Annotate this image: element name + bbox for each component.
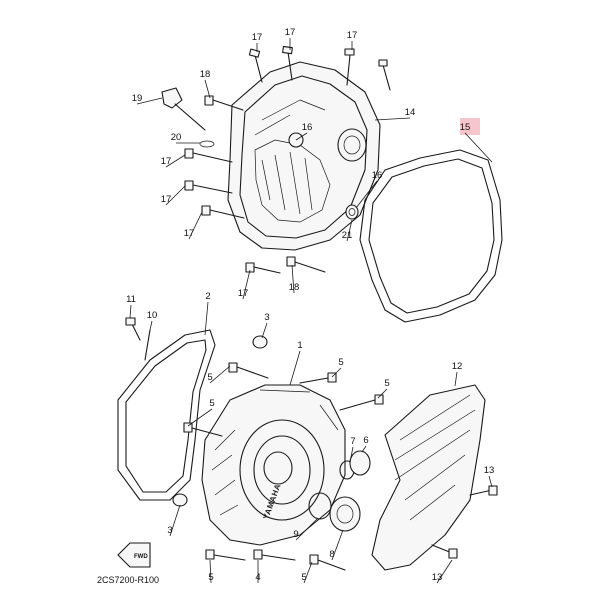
leader-line [346, 219, 353, 242]
callout-14: 14 [405, 107, 416, 118]
bolts-lower [125, 317, 498, 571]
leader-line [136, 97, 163, 105]
callout-5: 5 [384, 378, 389, 389]
callout-18: 18 [200, 69, 211, 80]
leader-line [187, 408, 213, 427]
callout-20: 20 [171, 132, 182, 143]
leader-line [488, 475, 493, 488]
fwd-arrow-icon: FWD [117, 542, 151, 568]
leader-line [291, 264, 295, 294]
leader-line [209, 559, 212, 584]
leader-line [204, 301, 209, 336]
callout-4: 4 [255, 572, 260, 583]
crankcase-cover-lower [201, 384, 346, 546]
callout-2: 2 [205, 291, 210, 302]
callout-3: 3 [264, 312, 269, 323]
callout-9: 9 [293, 529, 298, 540]
leader-line [149, 320, 153, 331]
gasket-2 [117, 329, 216, 501]
callout-5: 5 [301, 572, 306, 583]
callout-17: 17 [238, 288, 249, 299]
leader-line [295, 132, 308, 141]
callout-17: 17 [285, 27, 296, 38]
callout-16: 16 [372, 170, 383, 181]
leader-line [436, 559, 453, 584]
callout-6: 6 [363, 435, 368, 446]
leader-line [303, 561, 313, 584]
callout-18: 18 [289, 282, 300, 293]
callout-7: 7 [350, 436, 355, 447]
leader-line [464, 132, 493, 163]
callout-16: 16 [302, 122, 313, 133]
callout-15: 15 [460, 122, 471, 133]
leader-line [209, 365, 231, 384]
callout-21: 21 [342, 230, 353, 241]
callout-1: 1 [297, 340, 302, 351]
callout-5: 5 [338, 357, 343, 368]
leader-line [129, 304, 132, 319]
callout-highlight [460, 118, 480, 135]
callout-13: 13 [484, 465, 495, 476]
callout-5: 5 [208, 572, 213, 583]
leader-line [165, 154, 186, 168]
leader-line [169, 504, 181, 537]
callout-17: 17 [184, 228, 195, 239]
leader-line [374, 117, 411, 121]
oil-dipstick [161, 87, 215, 148]
callout-12: 12 [452, 361, 463, 372]
leader-line [377, 388, 388, 399]
callout-17: 17 [252, 32, 263, 43]
bolts-upper [184, 45, 391, 274]
callout-11: 11 [126, 294, 136, 305]
callout-13: 13 [432, 572, 443, 583]
leader-line [331, 367, 342, 378]
filler-caps [308, 450, 371, 532]
callout-3: 3 [167, 525, 172, 536]
crankcase-cover-upper [227, 61, 381, 251]
leader-line [261, 322, 268, 339]
leader-line [242, 269, 251, 300]
leader-line [454, 371, 458, 387]
gasket-15 [359, 149, 503, 323]
fwd-label: FWD [134, 554, 148, 560]
callout-5: 5 [207, 372, 212, 383]
leader-line [349, 446, 354, 463]
callout-17: 17 [347, 30, 358, 41]
leader-line [188, 211, 203, 240]
callout-10: 10 [147, 310, 158, 321]
leader-line [165, 185, 186, 206]
leader-line [361, 445, 367, 453]
sprocket-cover [371, 384, 486, 571]
leader-line [355, 180, 378, 209]
callout-17: 17 [161, 194, 172, 205]
callout-17: 17 [161, 156, 172, 167]
leader-line [331, 529, 344, 561]
callout-5: 5 [209, 398, 214, 409]
callout-19: 19 [132, 93, 143, 104]
diagram-code: 2CS7200-R100 [97, 575, 159, 585]
leader-line [204, 79, 211, 99]
oil-seals [345, 204, 359, 220]
leader-line [289, 350, 301, 386]
callout-8: 8 [329, 549, 334, 560]
leader-line [295, 517, 319, 541]
leader-lines [129, 38, 493, 584]
